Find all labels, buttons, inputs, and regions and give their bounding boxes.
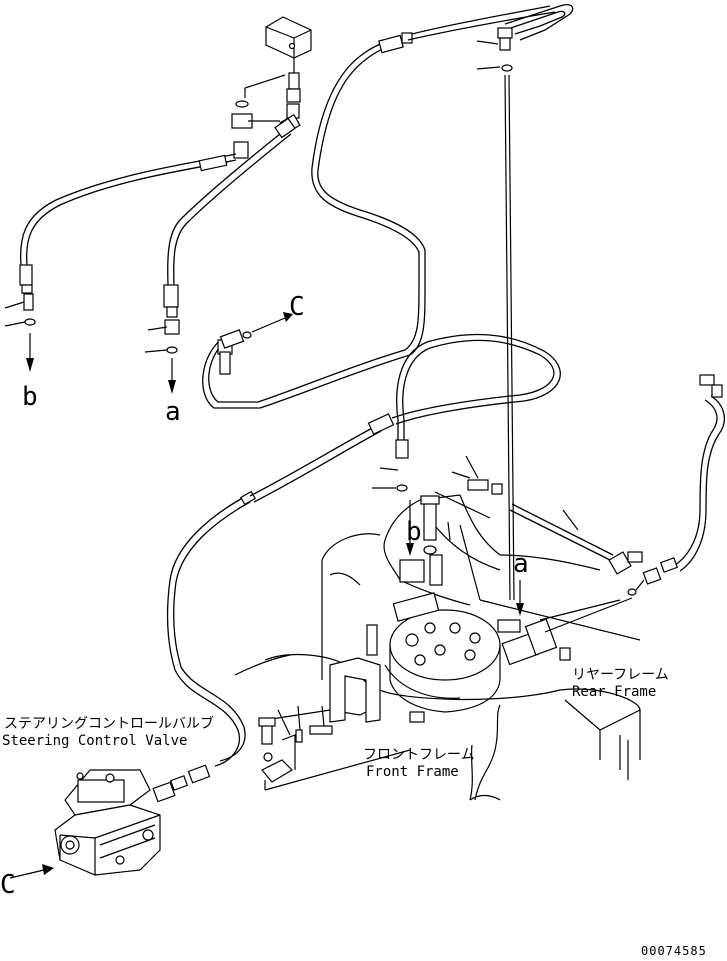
pivot-fittings (372, 455, 643, 666)
ref-b-label-2: b (406, 517, 422, 547)
ref-c-label-2: C (0, 870, 16, 900)
steering-valve-jp-label: ステアリングコントロールバルブ (4, 715, 214, 732)
rear-frame-jp-label: リヤーフレーム (572, 667, 669, 683)
steering-valve-en-label: Steering Control Valve (2, 733, 187, 749)
rear-frame-en-label: Rear Frame (572, 684, 656, 700)
front-frame-en-label: Front Frame (366, 764, 459, 780)
top-valve-block (231, 16, 312, 159)
steering-control-valve (9, 764, 211, 879)
steel-pipe-middle (166, 333, 561, 767)
hose-to-b (4, 153, 237, 372)
ref-c-label-1: C (289, 292, 305, 322)
ref-b-label-1: b (22, 382, 38, 412)
ref-a-label-1: a (165, 397, 181, 427)
right-hose (544, 374, 726, 633)
steel-pipe-upper (202, 5, 556, 409)
drawing-code: 00074585 (641, 944, 707, 958)
component-labels: ステアリングコントロールバルブ Steering Control Valve リ… (2, 667, 669, 780)
ref-a-label-2: a (513, 549, 529, 579)
hose-to-a (144, 117, 296, 394)
reference-labels: b a C b a C (0, 292, 529, 900)
front-frame-jp-label: フロントフレーム (363, 747, 475, 763)
frame-structure (234, 494, 641, 801)
mount-bolts (258, 705, 333, 783)
